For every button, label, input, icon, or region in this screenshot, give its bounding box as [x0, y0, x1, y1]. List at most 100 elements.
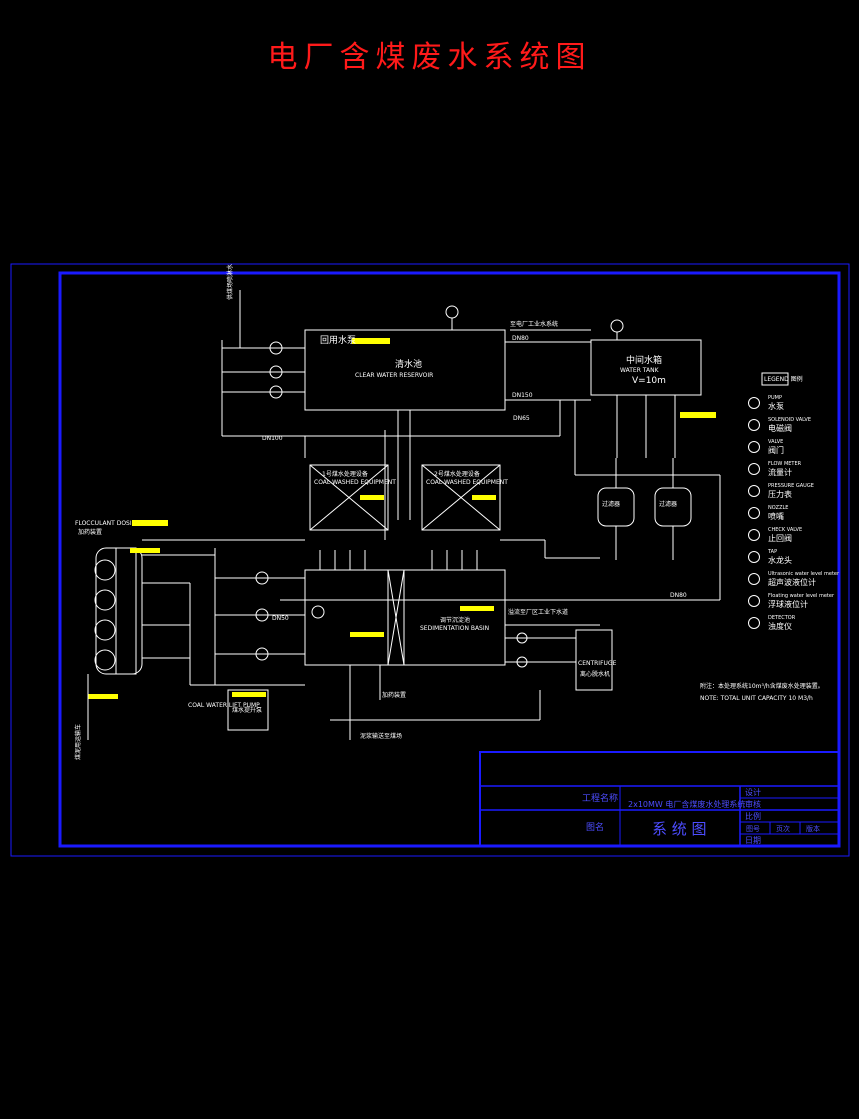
- svg-text:DN80: DN80: [670, 592, 687, 599]
- svg-text:DN65: DN65: [513, 415, 530, 422]
- legend-item-cn: 超声波液位计: [768, 578, 816, 587]
- legend-symbol-icon: [748, 463, 760, 475]
- legend-item-cn: 水龙头: [768, 556, 792, 565]
- legend-item-en: PUMP: [768, 395, 783, 401]
- svg-text:过滤器: 过滤器: [602, 500, 620, 508]
- svg-text:加药装置: 加药装置: [382, 691, 406, 699]
- col-page: 页次: [776, 824, 790, 833]
- legend-symbol-icon: [748, 617, 760, 629]
- legend-item-cn: 浮球液位计: [768, 600, 808, 609]
- svg-text:供煤场喷淋水: 供煤场喷淋水: [226, 264, 234, 300]
- filter-2: 过滤器: [654, 458, 692, 560]
- svg-text:离心脱水机: 离心脱水机: [580, 670, 610, 678]
- sign-review: 审核: [745, 799, 761, 809]
- svg-text:回用水泵: 回用水泵: [320, 334, 356, 346]
- legend-item-cn: 压力表: [768, 490, 792, 499]
- legend-item-en: Ultrasonic water level meter: [768, 571, 840, 577]
- legend-item-en: NOZZLE: [768, 505, 789, 511]
- legend-symbol-icon: [748, 573, 760, 585]
- legend-item-cn: 止回阀: [768, 534, 792, 543]
- svg-text:清水池: 清水池: [395, 358, 422, 370]
- legend-item-cn: 电磁阀: [768, 424, 792, 433]
- legend-header: LEGEND 图例: [764, 375, 803, 383]
- middle-water-tank: 中间水箱 WATER TANK V=10m: [590, 319, 716, 418]
- legend-item-en: Floating water level meter: [768, 593, 835, 599]
- svg-text:附注：本处理系统10m³/h含煤废水处理装置。: 附注：本处理系统10m³/h含煤废水处理装置。: [700, 682, 824, 690]
- outer-frame: [10, 263, 850, 857]
- svg-text:DN150: DN150: [512, 392, 533, 399]
- svg-text:DN100: DN100: [262, 435, 283, 442]
- sign-scale: 比例: [745, 811, 761, 821]
- svg-text:至电厂工业水系统: 至电厂工业水系统: [510, 320, 558, 328]
- svg-text:泥浆输送至煤场: 泥浆输送至煤场: [360, 732, 402, 740]
- project-label: 工程名称: [582, 792, 618, 804]
- treatment-unit-2: 2号煤水处理设备 COAL WASHED EQUIPMENT: [421, 464, 508, 531]
- svg-text:2号煤水处理设备: 2号煤水处理设备: [434, 470, 480, 478]
- col-version: 版本: [806, 824, 820, 833]
- sign-design: 设计: [745, 787, 761, 797]
- svg-text:V=10m: V=10m: [632, 376, 666, 386]
- svg-text:NOTE: TOTAL UNIT CAPACITY 10 M: NOTE: TOTAL UNIT CAPACITY 10 M3/h: [700, 695, 813, 702]
- legend-item-cn: 阀门: [768, 446, 784, 455]
- svg-text:煤水提升泵: 煤水提升泵: [232, 706, 262, 714]
- legend-item-en: DETECTOR: [768, 615, 796, 621]
- svg-text:CLEAR WATER RESERVOIR: CLEAR WATER RESERVOIR: [355, 372, 433, 379]
- svg-text:加药装置: 加药装置: [78, 528, 102, 536]
- svg-text:DN80: DN80: [512, 335, 529, 342]
- legend-item-en: VALVE: [768, 439, 784, 445]
- legend-item-en: FLOW METER: [768, 461, 802, 467]
- inner-frame: [58, 271, 841, 848]
- svg-text:1号煤水处理设备: 1号煤水处理设备: [322, 470, 368, 478]
- legend-item-cn: 喷嘴: [768, 512, 784, 521]
- legend: LEGEND 图例: [761, 372, 803, 386]
- legend-item-cn: 浊度仪: [768, 622, 792, 631]
- svg-text:WATER TANK: WATER TANK: [620, 367, 660, 374]
- drawing-label: 图名: [586, 821, 604, 833]
- svg-text:FLOCCULANT DOSING UNIT: FLOCCULANT DOSING UNIT: [75, 520, 157, 527]
- svg-text:中间水箱: 中间水箱: [626, 354, 662, 366]
- title-block: 工程名称 2x10MW 电厂含煤废水处理系统 图名 系 统 图 设计 审核 比例…: [479, 751, 840, 847]
- legend-item-cn: 流量计: [768, 468, 792, 477]
- project-name: 2x10MW 电厂含煤废水处理系统: [628, 799, 745, 809]
- legend-symbol-icon: [748, 595, 760, 607]
- page-title: 电厂含煤废水系统图: [267, 40, 592, 75]
- legend-item-en: CHECK VALVE: [768, 527, 803, 533]
- legend-symbol-icon: [748, 551, 760, 563]
- filter-1: 过滤器: [597, 458, 635, 560]
- svg-text:COAL WASHED EQUIPMENT: COAL WASHED EQUIPMENT: [314, 479, 396, 486]
- legend-symbol-icon: [748, 485, 760, 497]
- legend-item-cn: 水泵: [768, 402, 784, 411]
- legend-symbol-icon: [748, 419, 760, 431]
- svg-text:COAL WATER LIFT PUMP: COAL WATER LIFT PUMP: [188, 702, 260, 709]
- legend-symbol-icon: [748, 441, 760, 453]
- centrifuge: 离心脱水机 CENTRIFUGE 溢流至厂区工业下水道 泥浆输送至煤场 加药装置: [330, 608, 617, 740]
- dosing-unit: 加药装置 FLOCCULANT DOSING UNIT 煤泥用运输车: [74, 520, 305, 760]
- legend-item-en: SOLENOID VALVE: [768, 417, 811, 423]
- col-drawing-no: 图号: [746, 825, 760, 833]
- legend-item-en: PRESSURE GAUGE: [768, 483, 814, 489]
- reuse-pumps: 回用水泵 DN100 供煤场喷淋水: [221, 264, 560, 442]
- svg-text:溢流至厂区工业下水道: 溢流至厂区工业下水道: [508, 608, 568, 616]
- legend-symbol-icon: [748, 397, 760, 409]
- lift-pumps: 煤水提升泵 COAL WATER LIFT PUMP DN50: [188, 548, 305, 731]
- drawing-name: 系 统 图: [652, 820, 707, 838]
- sedimentation-basin: 调节沉淀池 SEDIMENTATION BASIN: [304, 550, 506, 666]
- treatment-unit-1: 1号煤水处理设备 COAL WASHED EQUIPMENT: [309, 464, 396, 531]
- svg-text:COAL WASHED EQUIPMENT: COAL WASHED EQUIPMENT: [426, 479, 508, 486]
- svg-text:SEDIMENTATION BASIN: SEDIMENTATION BASIN: [420, 625, 489, 632]
- svg-text:调节沉淀池: 调节沉淀池: [440, 616, 470, 624]
- pipe-network: DN80 DN150 DN65 至电厂工业水系统 DN80: [230, 320, 721, 601]
- legend-symbol-icon: [748, 529, 760, 541]
- clear-water-tank: 清水池 CLEAR WATER RESERVOIR: [304, 305, 506, 411]
